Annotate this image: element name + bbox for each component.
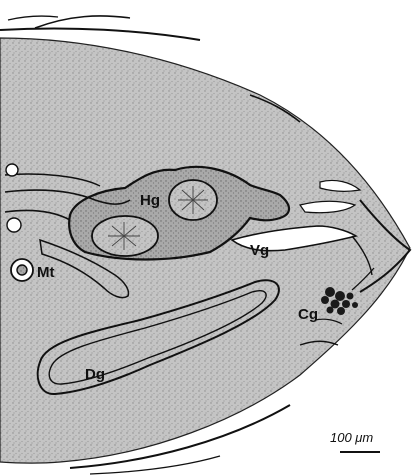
tubule-small-2 (7, 218, 21, 232)
hindgut-lobe-left-texture (108, 222, 140, 250)
label-vg: Vg (250, 243, 269, 258)
tubule-small-1 (6, 164, 18, 176)
cuticle-bottom-flake (90, 456, 220, 474)
label-hg: Hg (140, 193, 160, 208)
scale-bar-label: 100 μm (330, 431, 373, 444)
label-mt: Mt (37, 265, 55, 280)
hindgut-lobe-right-texture (178, 186, 208, 214)
label-dg: Dg (85, 367, 105, 382)
malpighian-tubule-inner (17, 265, 27, 275)
label-cg: Cg (298, 307, 318, 322)
cuticle-top-flake-2 (8, 16, 58, 20)
cuticle-top-flake (35, 16, 130, 28)
